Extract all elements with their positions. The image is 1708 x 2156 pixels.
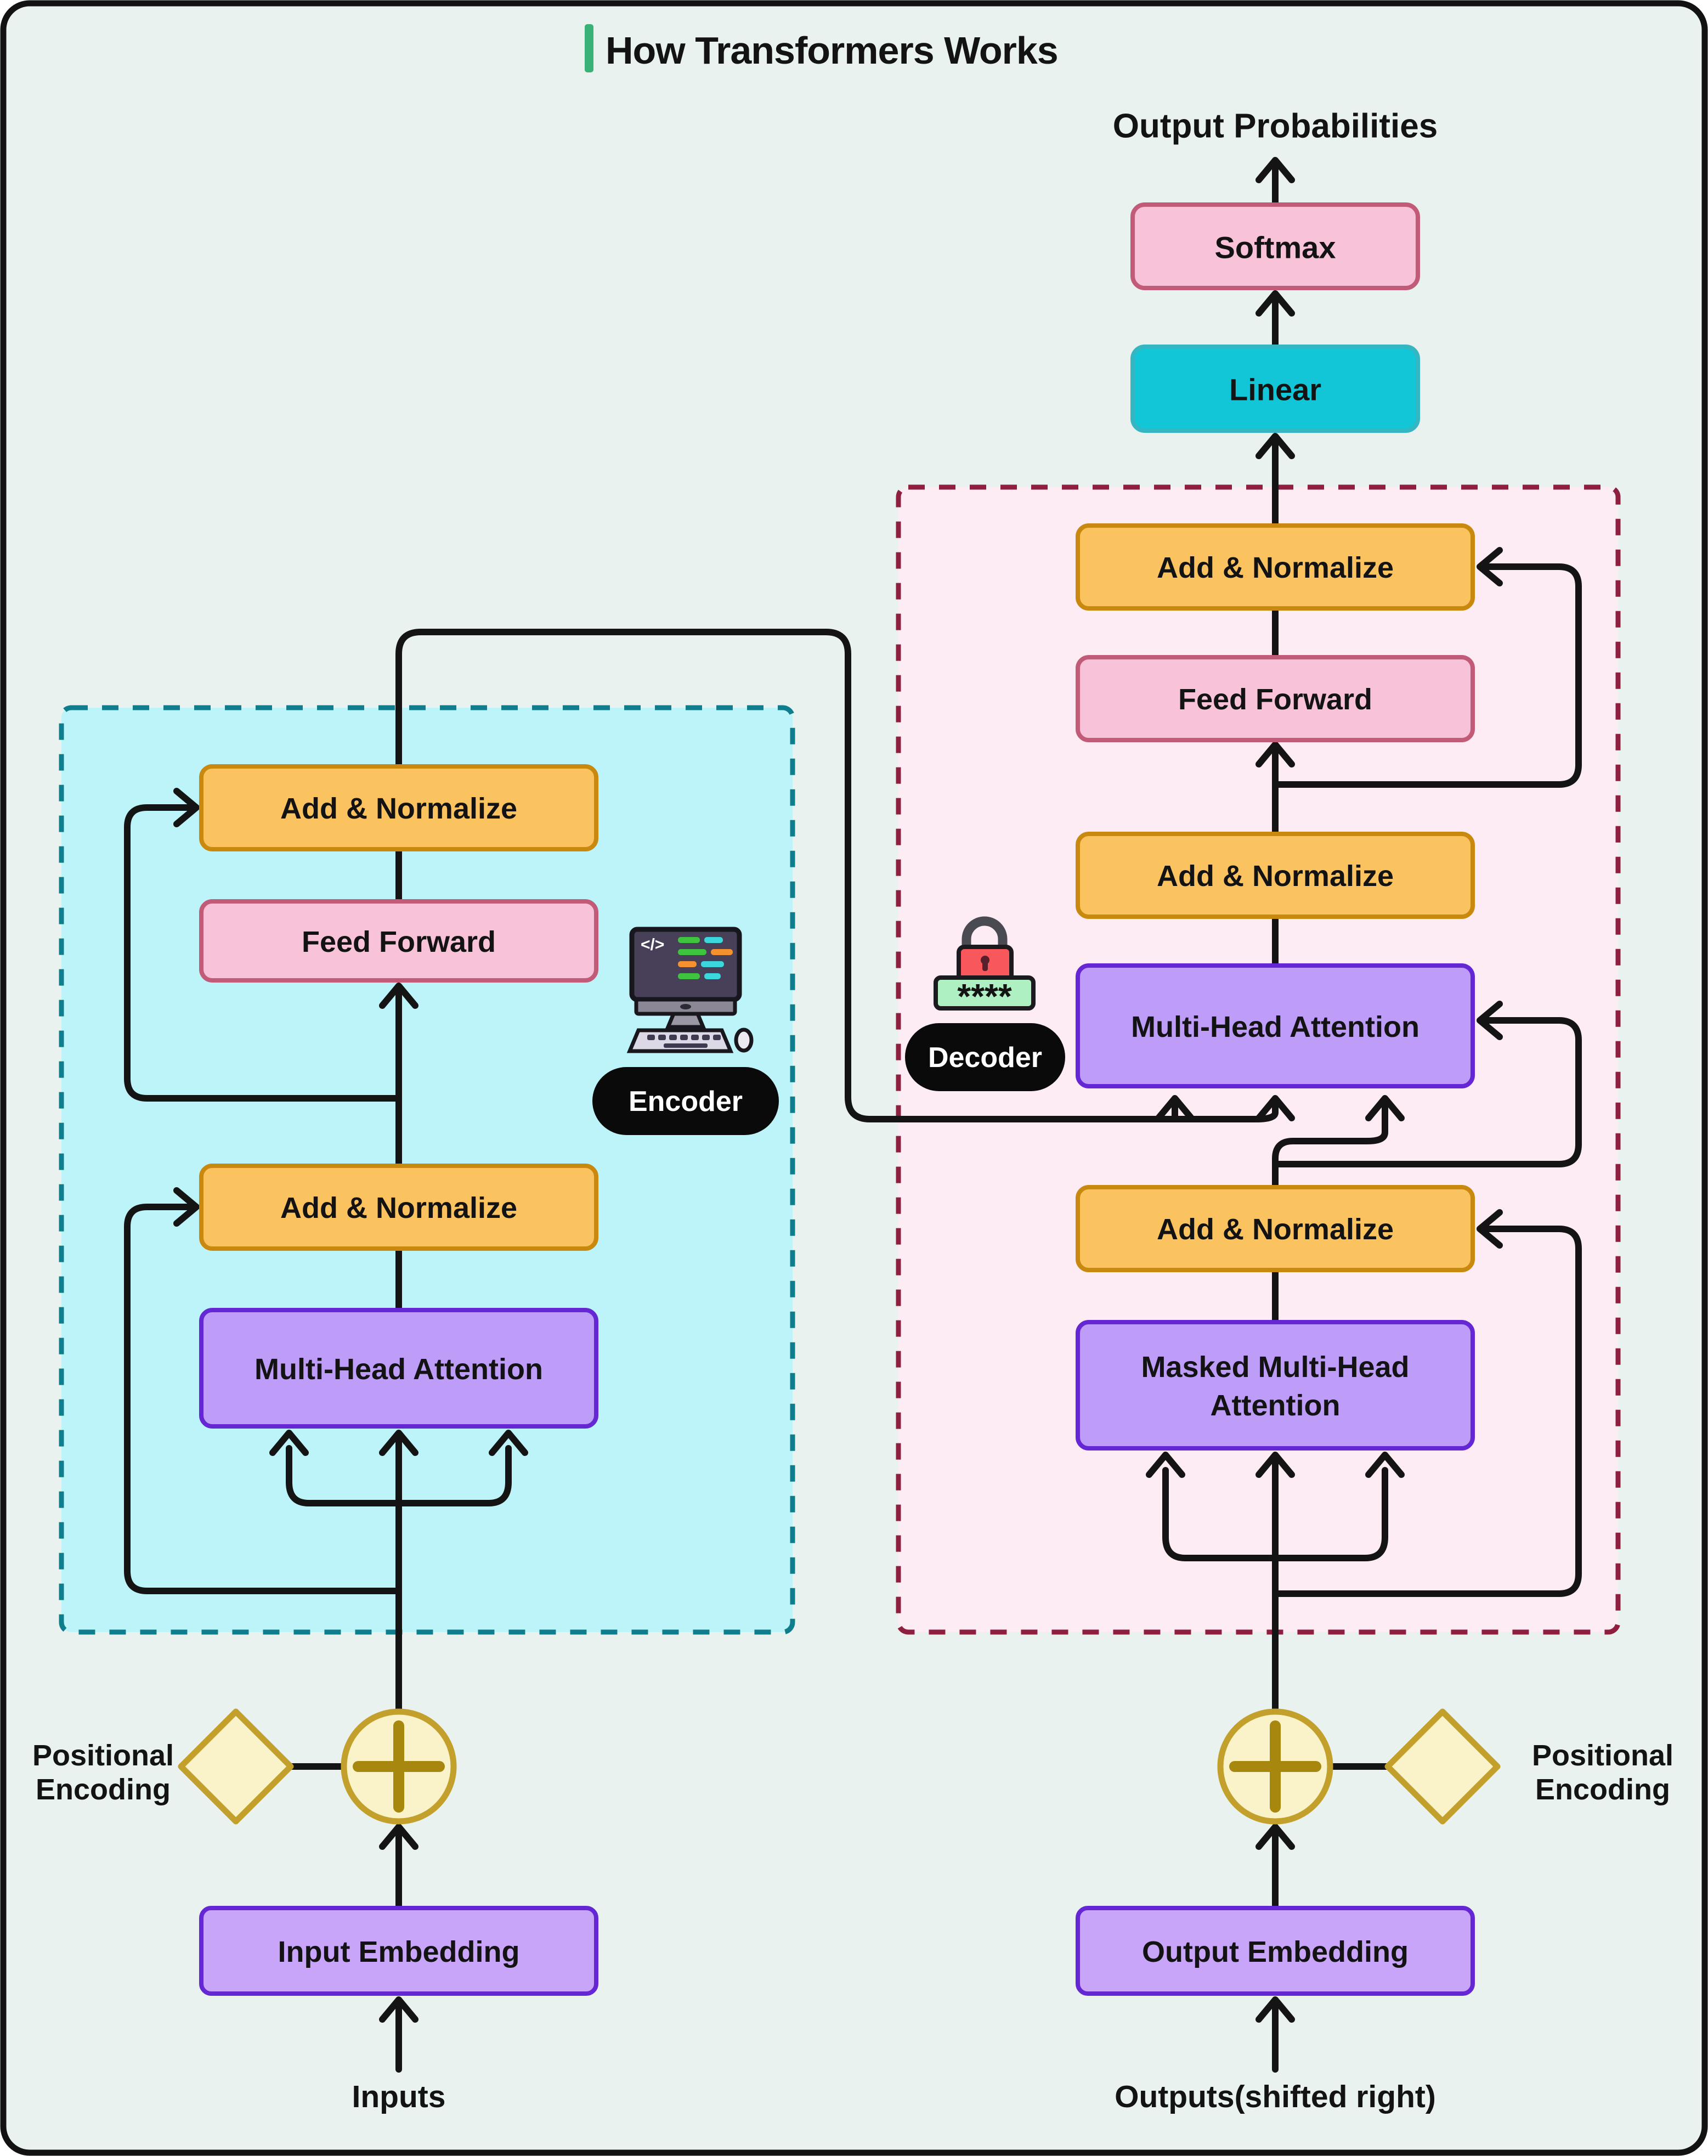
outputs-label: Outputs(shifted right) xyxy=(1115,2079,1436,2114)
positional-encoding-right-line2: Encoding xyxy=(1535,1773,1670,1806)
decoder-skip-mha xyxy=(1272,1017,1582,1167)
decoder-feed-forward-box: Feed Forward xyxy=(1076,655,1475,742)
decoder-add-normalize-middle-box: Add & Normalize xyxy=(1076,832,1475,919)
decoder-multi-head-attention-box: Multi-Head Attention xyxy=(1076,963,1475,1088)
masked-multi-head-attention-box: Masked Multi-Head Attention xyxy=(1076,1320,1475,1450)
lock-password-icon: **** xyxy=(934,916,1036,1016)
decoder-add-normalize-middle-label: Add & Normalize xyxy=(1157,860,1394,893)
positional-add-right: Positional Encoding xyxy=(1217,1708,1673,1825)
arrowhead-left xyxy=(1477,547,1503,586)
arrowhead-left xyxy=(1477,1209,1503,1249)
positional-encoding-left-line1: Positional xyxy=(32,1739,174,1772)
plus-glyph xyxy=(353,1720,445,1813)
arrowhead-up xyxy=(489,1430,528,1456)
arrowhead-up xyxy=(1255,1452,1295,1478)
arrowhead-up xyxy=(269,1430,309,1456)
arrowhead-up xyxy=(379,983,418,1009)
decoder-add-normalize-bottom-label: Add & Normalize xyxy=(1157,1213,1394,1246)
decoder-mha-value-jog-line xyxy=(1272,1103,1388,1190)
decoder-add-normalize-top-label: Add & Normalize xyxy=(1157,551,1394,584)
encoder-add-normalize-bottom-label: Add & Normalize xyxy=(280,1192,517,1224)
keyboard-keys xyxy=(647,1035,721,1048)
output-probabilities-label: Output Probabilities xyxy=(1113,108,1438,145)
decoder-skip-masked-mha xyxy=(1272,1226,1582,1597)
encoder-pill-label: Encoder xyxy=(629,1086,743,1117)
decoder-pill: Decoder xyxy=(905,1023,1065,1091)
positional-encoding-left-line2: Encoding xyxy=(36,1773,171,1806)
title-accent-bar xyxy=(585,24,593,72)
title-block: How Transformers Works xyxy=(585,24,1059,72)
encoder-add-normalize-top-label: Add & Normalize xyxy=(280,792,517,825)
linear-label: Linear xyxy=(1229,372,1321,407)
arrowhead-up xyxy=(379,1996,418,2023)
arrowhead-left xyxy=(1477,1001,1503,1040)
arrowhead-up xyxy=(1255,1824,1295,1850)
decoder-pill-label: Decoder xyxy=(928,1042,1042,1074)
encoder-multi-head-attention-box: Multi-Head Attention xyxy=(199,1308,598,1429)
arrowhead-up xyxy=(1365,1452,1405,1478)
positional-add-left: Positional Encoding xyxy=(32,1708,457,1825)
arrowhead-right xyxy=(173,788,200,827)
encoder-multi-head-attention-label: Multi-Head Attention xyxy=(254,1353,543,1386)
encoder-add-normalize-bottom-box: Add & Normalize xyxy=(199,1164,598,1251)
password-stars: **** xyxy=(957,977,1012,1016)
code-glyph: </> xyxy=(641,936,664,954)
encoder-fork xyxy=(286,1445,512,1506)
monitor-stand xyxy=(665,1012,706,1029)
decoder-multi-head-attention-label: Multi-Head Attention xyxy=(1131,1011,1419,1043)
page-title: How Transformers Works xyxy=(606,29,1058,72)
code-lines xyxy=(678,937,733,979)
encoder-pill: Encoder xyxy=(592,1067,779,1135)
lock-keyhole-stem xyxy=(982,961,988,971)
output-embedding-box: Output Embedding xyxy=(1076,1906,1475,1996)
input-embedding-label: Input Embedding xyxy=(278,1935,520,1968)
mouse-icon xyxy=(734,1028,754,1053)
input-embedding-box: Input Embedding xyxy=(199,1906,598,1996)
keyboard xyxy=(626,1028,734,1053)
arrowhead-right xyxy=(173,1187,200,1227)
arrowhead-up xyxy=(1365,1095,1405,1121)
arrowhead-up xyxy=(1155,1095,1195,1121)
decoder-add-normalize-top-box: Add & Normalize xyxy=(1076,523,1475,611)
inputs-label: Inputs xyxy=(352,2079,446,2114)
diamond-icon xyxy=(178,1708,294,1825)
masked-mha-label-line1: Masked Multi-Head xyxy=(1141,1351,1409,1384)
encoder-skip-mha xyxy=(124,1204,402,1594)
encoder-feed-forward-box: Feed Forward xyxy=(199,899,598,983)
arrowheads xyxy=(173,157,1503,2023)
decoder-skip-feedforward xyxy=(1272,563,1582,788)
decoder-masked-fork xyxy=(1162,1467,1388,1561)
arrowhead-up xyxy=(1255,741,1295,767)
softmax-label: Softmax xyxy=(1215,230,1336,265)
arrowhead-up xyxy=(1255,290,1295,317)
computer-code-icon: </> xyxy=(626,927,754,1053)
plus-glyph xyxy=(1229,1720,1321,1813)
encoder-add-normalize-top-box: Add & Normalize xyxy=(199,764,598,851)
positional-encoding-right-line1: Positional xyxy=(1532,1739,1673,1772)
diamond-icon xyxy=(1384,1708,1501,1825)
monitor-chin-dot xyxy=(680,1004,691,1009)
linear-box: Linear xyxy=(1130,345,1420,433)
arrowhead-up xyxy=(1255,433,1295,459)
arrowhead-up xyxy=(1255,1095,1295,1121)
masked-mha-label-line2: Attention xyxy=(1211,1389,1341,1422)
output-embedding-label: Output Embedding xyxy=(1142,1935,1409,1968)
arrowhead-up xyxy=(379,1824,418,1850)
arrowhead-up xyxy=(1255,1996,1295,2023)
softmax-box: Softmax xyxy=(1130,202,1420,290)
connector-lines xyxy=(124,165,1582,2073)
encoder-feed-forward-label: Feed Forward xyxy=(302,925,496,958)
decoder-add-normalize-bottom-box: Add & Normalize xyxy=(1076,1185,1475,1272)
encoder-skip-feedforward xyxy=(124,804,402,1102)
arrowhead-up xyxy=(1255,157,1295,183)
arrowhead-up xyxy=(1146,1452,1185,1478)
arrowhead-up xyxy=(379,1430,418,1456)
lock-shackle xyxy=(962,916,1008,955)
encoder-to-decoder-line xyxy=(395,629,1279,1122)
password-field xyxy=(934,975,1036,1011)
decoder-feed-forward-label: Feed Forward xyxy=(1178,683,1372,716)
